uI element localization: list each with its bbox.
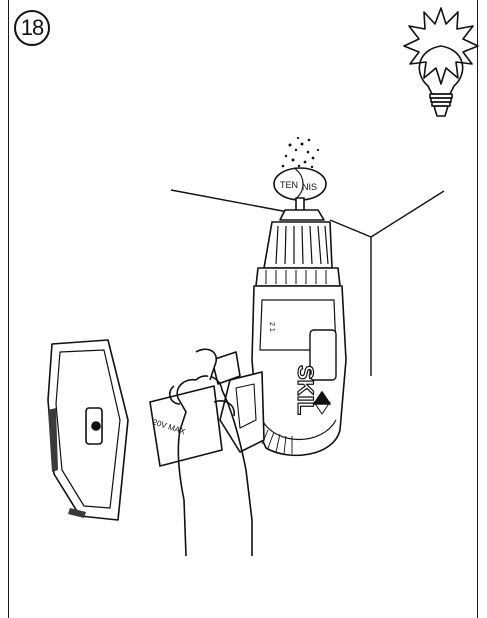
direction-up-arrow — [313, 391, 331, 405]
drill-chuck-tip — [279, 209, 325, 221]
battery-neck — [149, 385, 223, 467]
drill: SKIL 2 1 20V MAX — [47, 197, 347, 521]
direction-down-arrow — [313, 401, 331, 415]
dust-particles — [281, 136, 320, 174]
clutch-ring — [255, 267, 341, 287]
tennis-ball: TEN NIS — [273, 167, 327, 201]
tennis-label-right: NIS — [302, 182, 317, 192]
page-frame — [8, 0, 478, 618]
drill-grip — [219, 371, 265, 453]
room-corner — [170, 189, 445, 376]
drill-chuck — [263, 221, 333, 269]
drill-trigger — [211, 351, 241, 385]
brand-logo: SKIL — [293, 365, 318, 415]
gear-markings: 2 1 — [268, 322, 275, 332]
step-number-badge: 18 — [14, 10, 50, 46]
tennis-label-left: TEN — [280, 180, 298, 190]
hand — [168, 348, 253, 557]
light-bulb-icon — [403, 7, 479, 117]
step-number: 18 — [20, 15, 45, 40]
drill-side-panel — [309, 329, 337, 381]
